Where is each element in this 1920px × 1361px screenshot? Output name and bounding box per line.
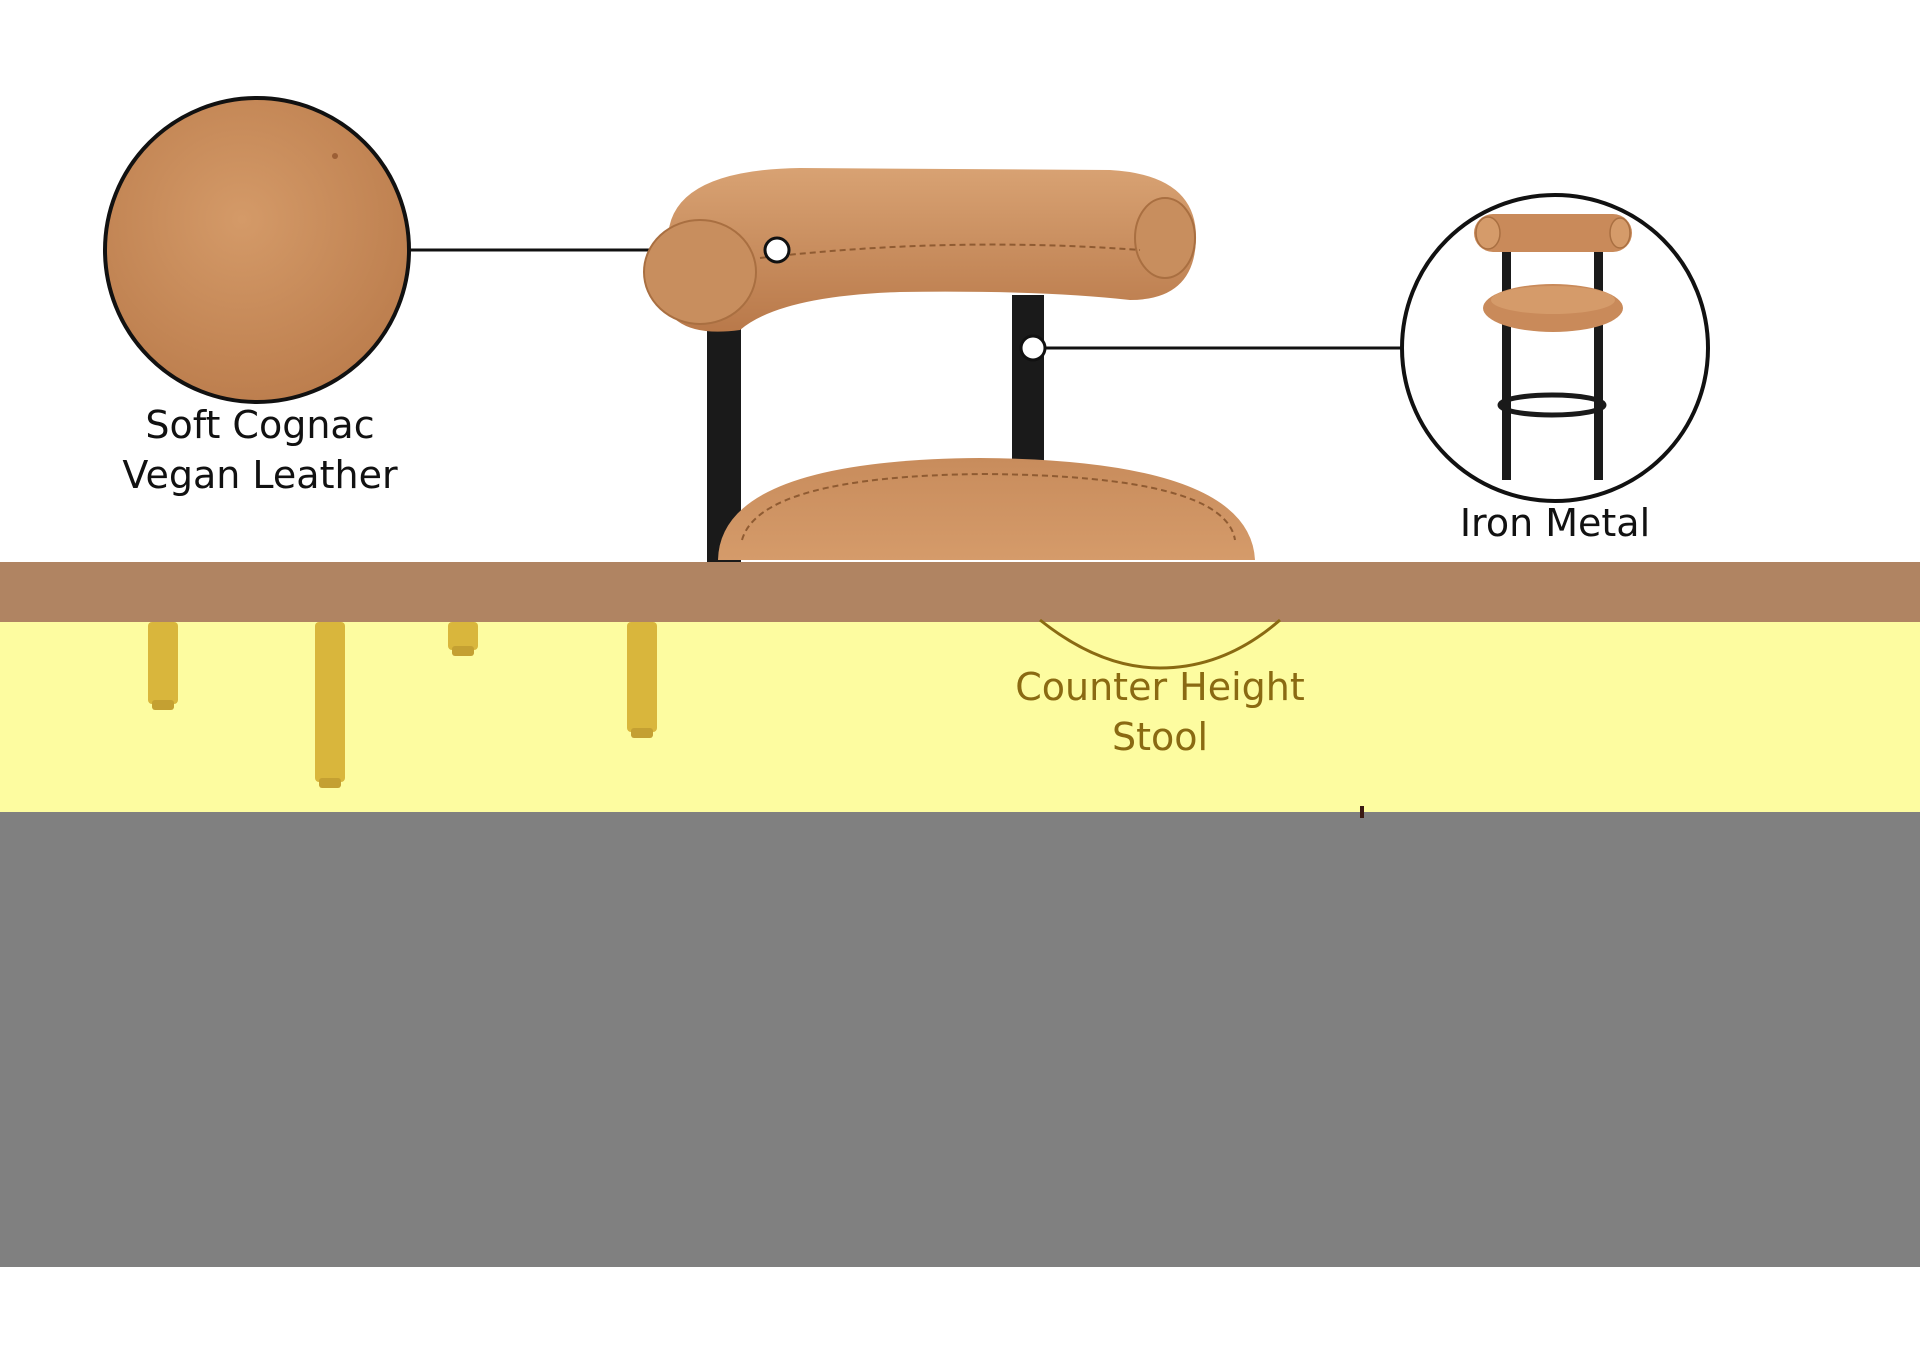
leather-callout-dot <box>763 236 791 264</box>
leather-callout-label: Soft Cognac Vegan Leather <box>100 400 420 500</box>
iron-callout-label: Iron Metal <box>1420 498 1690 548</box>
stool-callout-label: Counter Height Stool <box>1000 662 1320 762</box>
yellow-band <box>0 622 1920 812</box>
gray-band <box>0 812 1920 1267</box>
chair-backrest <box>643 168 1197 332</box>
stool-label-line-1: Counter Height <box>1015 665 1305 709</box>
leather-label-line-1: Soft Cognac <box>145 403 375 447</box>
chair-seat <box>718 458 1255 560</box>
iron-frame-thumbnail <box>1400 193 1710 503</box>
iron-callout-dot <box>1019 334 1047 362</box>
tan-band <box>0 562 1920 622</box>
dark-marker <box>1360 806 1364 818</box>
iron-label-line-1: Iron Metal <box>1459 501 1651 545</box>
stool-label-line-2: Stool <box>1111 715 1209 759</box>
leather-swatch <box>103 96 411 404</box>
leather-label-line-2: Vegan Leather <box>122 453 398 497</box>
